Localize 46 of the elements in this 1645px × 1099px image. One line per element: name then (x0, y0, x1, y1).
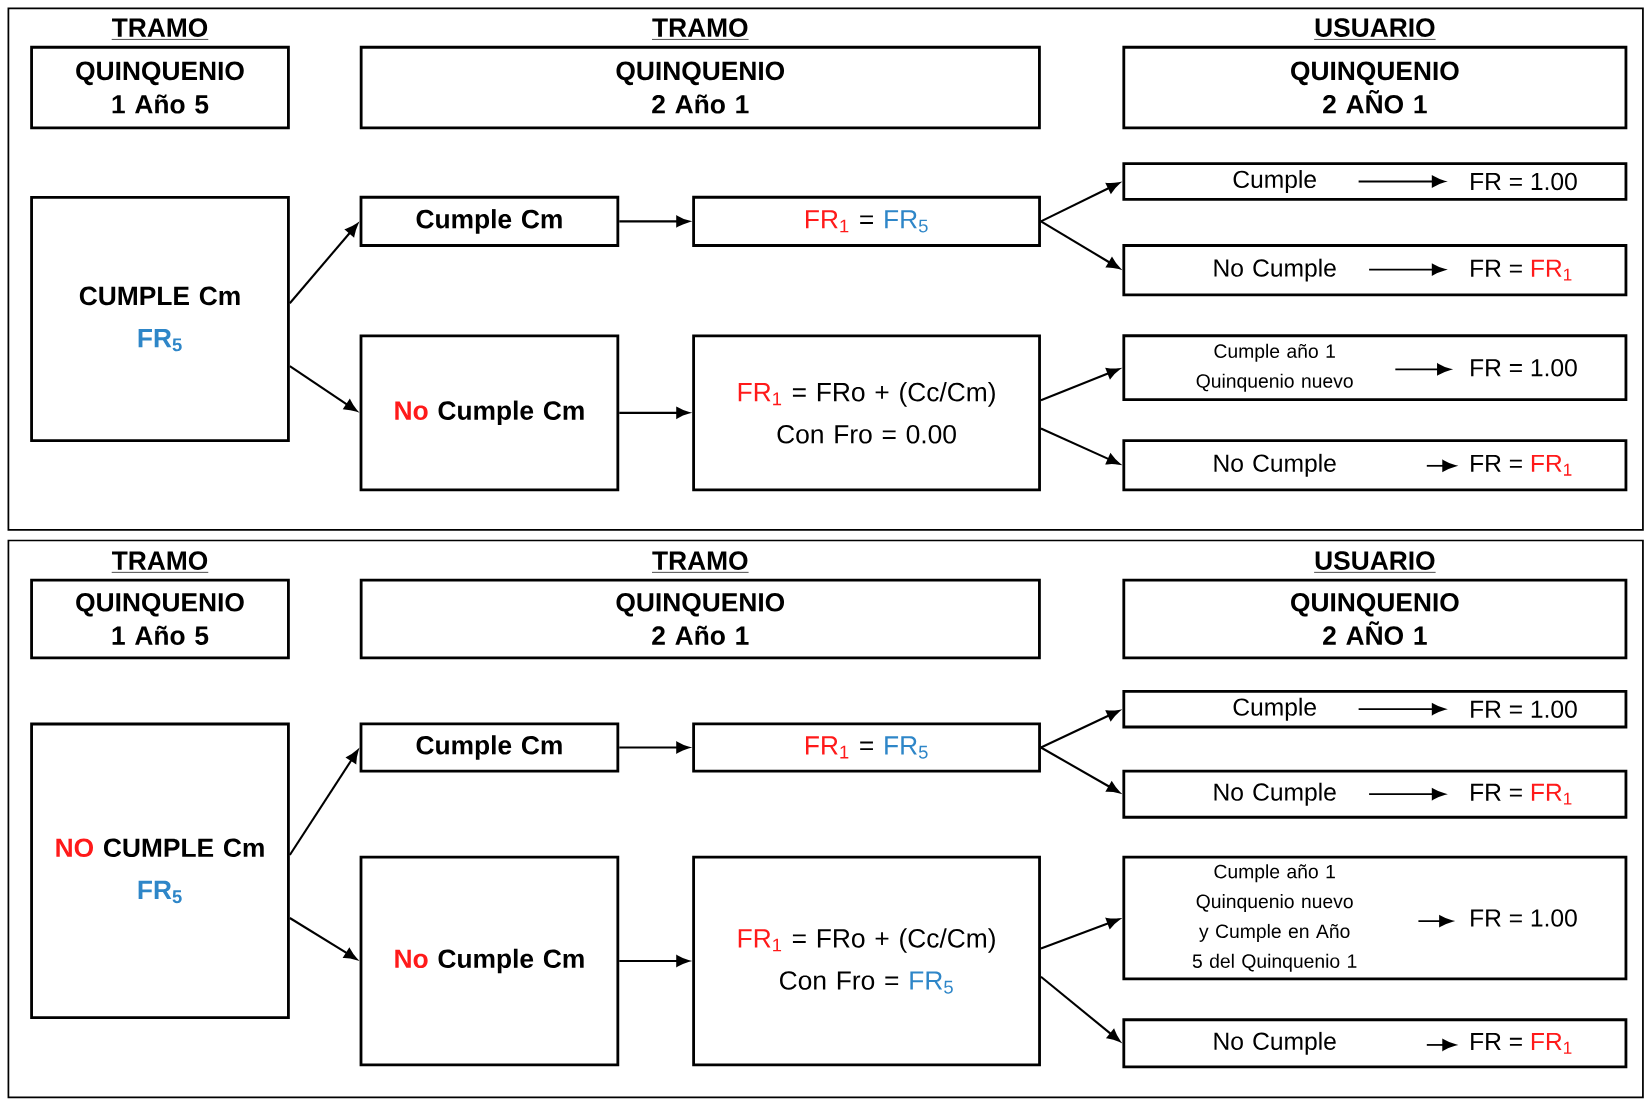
arrow (1040, 367, 1120, 401)
node-label: TRAMO (112, 18, 208, 37)
process-box: No Cumple Cm (359, 855, 620, 1066)
header-box: TRAMO QUINQUENIO 2 Año 1 (359, 18, 1041, 130)
process-box: CUMPLE Cm FR$_{5}$ (30, 195, 290, 442)
arrow (289, 223, 359, 304)
arrow (288, 749, 359, 856)
node-label: USUARIO (1315, 551, 1435, 570)
process-box: FR$_{1}$ = FRo + (Cc/Cm) Con Fro = 0.00 (692, 334, 1041, 492)
process-box: FR$_{1}$ = FR$_{5}$ (692, 722, 1041, 773)
header-box: USUARIO QUINQUENIO 2 AÑO 1 (1122, 551, 1628, 659)
arrow (1040, 975, 1121, 1042)
process-box: Cumple Cm (359, 722, 620, 773)
arrow (1040, 709, 1120, 749)
result-box: No Cumple FR = FR$_{1}$ (1122, 1018, 1628, 1069)
result-box: No Cumple FR = FR$_{1}$ (1122, 769, 1628, 819)
result-box: Cumple FR = 1.00 (1122, 689, 1628, 729)
header-box: TRAMO QUINQUENIO 1 Año 5 (30, 18, 290, 130)
process-box: FR$_{1}$ = FRo + (Cc/Cm) Con Fro = FR$_{5}$ (692, 855, 1041, 1066)
process-box: NO CUMPLE Cm FR$_{5}$ (30, 722, 290, 1019)
result-box: Cumple FR = 1.00 (1122, 162, 1628, 201)
arrow (289, 365, 358, 412)
arrow (1040, 746, 1120, 793)
arrow (1040, 182, 1120, 223)
node-label: TRAMO (652, 18, 748, 37)
result-box: No Cumple FR = FR$_{1}$ (1122, 439, 1628, 492)
result-box: Cumple año 1 Quinquenio nuevo FR = 1.00 (1122, 334, 1628, 401)
process-box: No Cumple Cm (359, 334, 620, 492)
arrow (1040, 220, 1120, 269)
header-box: USUARIO QUINQUENIO 2 AÑO 1 (1122, 18, 1628, 130)
arrow (619, 215, 690, 227)
result-box: No Cumple FR = FR$_{1}$ (1122, 243, 1628, 296)
arrow (289, 916, 358, 960)
result-box: Cumple año 1 Quinquenio nuevo y Cumple en Año 5 del Quinquenio 1 FR = 1.00 (1122, 855, 1628, 980)
header-box: TRAMO QUINQUENIO 2 Año 1 (359, 551, 1041, 659)
arrow (1040, 917, 1120, 950)
node-label: TRAMO (652, 551, 748, 570)
arrow (1040, 427, 1120, 465)
node-label: USUARIO (1315, 18, 1435, 37)
node-label: TRAMO (112, 551, 208, 570)
arrow (619, 741, 690, 753)
process-box: Cumple Cm (359, 195, 620, 247)
process-box: FR$_{1}$ = FR$_{5}$ (692, 195, 1041, 247)
arrow (619, 955, 690, 967)
arrow (619, 406, 690, 419)
header-box: TRAMO QUINQUENIO 1 Año 5 (30, 551, 290, 659)
